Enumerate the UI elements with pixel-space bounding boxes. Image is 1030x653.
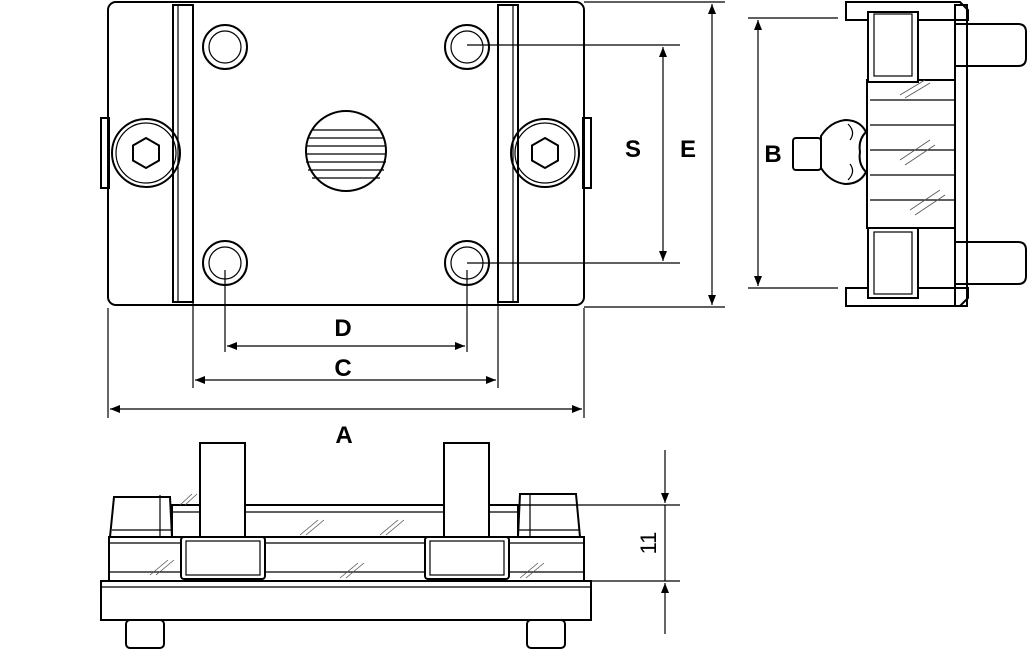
side-view-plate [954, 4, 968, 307]
left-pin-collar [180, 536, 266, 580]
left-pin [199, 442, 246, 539]
right-screw-head [516, 493, 582, 538]
side-view-body [866, 79, 956, 229]
front-view: 11 [100, 442, 680, 649]
bottom-flange [845, 287, 969, 307]
dim-label-height: 11 [636, 532, 661, 555]
bottom-pin-body [867, 227, 919, 299]
dowel-hole [444, 24, 490, 70]
right-pin [443, 442, 490, 539]
center-threaded-hole [305, 110, 387, 192]
left-foot [125, 619, 165, 649]
top-pin-body [867, 11, 919, 83]
right-jaw-strip [497, 4, 519, 303]
dim-label-b: B [764, 141, 781, 168]
top-view: S E D C A [100, 1, 725, 449]
side-view-stud [792, 118, 868, 186]
right-foot [526, 619, 566, 649]
left-jaw-strip [172, 4, 194, 303]
right-side-tab [582, 117, 592, 189]
dim-label-s: S [625, 136, 641, 163]
dim-label-a: A [335, 422, 352, 449]
dim-label-d: D [334, 315, 351, 342]
dim-label-e: E [680, 136, 696, 163]
side-view: B [748, 1, 1027, 307]
dowel-hole [202, 24, 248, 70]
right-socket-screw [510, 118, 580, 188]
top-flange [845, 1, 969, 21]
right-pin-collar [424, 536, 510, 580]
dim-label-c: C [334, 355, 351, 382]
top-pin-shaft [955, 23, 1027, 67]
left-side-tab [100, 117, 110, 189]
left-socket-screw [111, 118, 181, 188]
left-screw-head [108, 496, 174, 538]
bottom-pin-shaft [955, 241, 1027, 285]
